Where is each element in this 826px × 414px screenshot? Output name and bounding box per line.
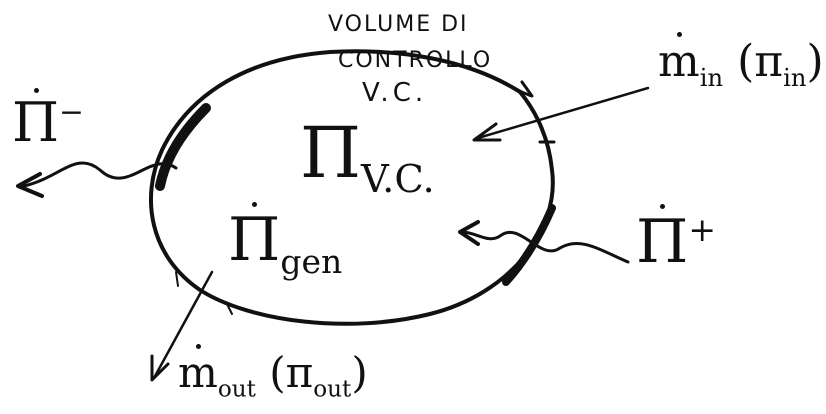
boundary-thick-segment-right xyxy=(502,204,556,286)
mass-outflow-property: (π xyxy=(269,348,314,397)
boundary-tick-bottom-left xyxy=(175,271,179,287)
generated-quantity-label: Πgen xyxy=(228,202,343,281)
inflow-rate-sign: + xyxy=(688,210,716,249)
outflow-wavy-arrow xyxy=(22,161,178,188)
mass-outflow-symbol: m xyxy=(178,344,218,397)
stored-quantity-symbol: Π xyxy=(300,112,362,194)
mass-inflow-subscript: in xyxy=(699,63,724,92)
label-pointer-arrowhead xyxy=(514,80,534,98)
generated-quantity-symbol: Π xyxy=(228,202,281,275)
stored-quantity-label: ΠV.C. xyxy=(300,118,435,200)
control-volume-title-line1: VOLUME DI xyxy=(328,12,469,37)
mass-outflow-close: ) xyxy=(351,348,368,397)
mass-inflow-property-subscript: in xyxy=(783,63,807,92)
boundary-thick-segment-left xyxy=(155,103,211,191)
mass-inflow-property: (π xyxy=(737,36,784,87)
mass-inflow-arrow xyxy=(476,86,650,140)
boundary-tick-bottom xyxy=(225,301,233,315)
inflow-rate-label: Π+ xyxy=(636,204,716,277)
outflow-rate-sign: − xyxy=(59,95,84,130)
outflow-rate-symbol: Π xyxy=(12,88,60,154)
control-volume-abbreviation: V.C. xyxy=(362,78,428,108)
mass-outflow-subscript: out xyxy=(217,376,256,403)
inflow-wavy-arrow xyxy=(460,230,630,264)
mass-outflow-label: mout (πout) xyxy=(178,344,368,403)
outflow-rate-label: Π− xyxy=(12,88,84,154)
inflow-rate-symbol: Π xyxy=(636,204,689,277)
mass-inflow-arrowhead xyxy=(472,122,502,142)
mass-outflow-property-subscript: out xyxy=(313,376,352,403)
mass-outflow-arrow xyxy=(152,270,214,380)
inflow-arrowhead xyxy=(458,220,480,246)
mass-outflow-arrowhead xyxy=(150,354,170,382)
outflow-arrowhead xyxy=(16,172,44,198)
mass-inflow-close: ) xyxy=(806,36,824,87)
stored-quantity-subscript: V.C. xyxy=(361,157,435,202)
control-volume-title-line2: CONTROLLO xyxy=(338,48,493,73)
generated-quantity-subscript: gen xyxy=(280,242,343,281)
mass-inflow-label: min (πin) xyxy=(658,32,824,92)
mass-inflow-symbol: m xyxy=(658,32,700,87)
